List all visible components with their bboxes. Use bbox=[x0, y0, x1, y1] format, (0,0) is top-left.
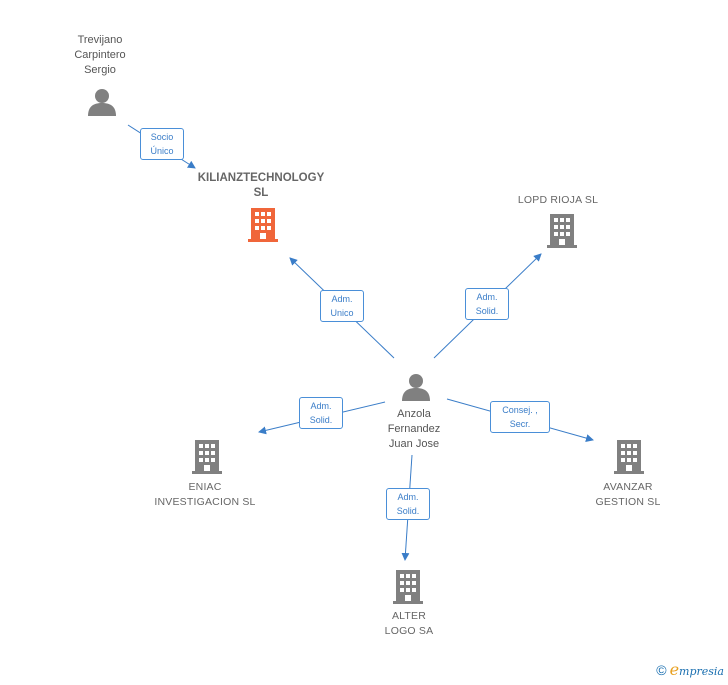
building-icon bbox=[614, 440, 644, 474]
edge-label-adm-solid-eniac: Adm. Solid. bbox=[299, 397, 343, 429]
building-icon bbox=[547, 214, 577, 248]
node-label-trevijano[interactable]: Trevijano Carpintero Sergio bbox=[74, 34, 126, 76]
node-label-alter-logo[interactable]: ALTER LOGO SA bbox=[384, 610, 434, 637]
edge-label-adm-solid-alter: Adm. Solid. bbox=[386, 488, 430, 520]
edge-label-adm-solid-lopd: Adm. Solid. bbox=[465, 288, 509, 320]
node-label-lopd-rioja[interactable]: LOPD RIOJA SL bbox=[517, 194, 599, 206]
brand-logo[interactable]: empresia bbox=[669, 660, 724, 679]
copyright-icon: © bbox=[656, 661, 667, 678]
building-icon-focus bbox=[248, 208, 278, 242]
node-label-kilianztechnology[interactable]: KILIANZTECHNOLOGY SL bbox=[197, 172, 325, 199]
edge-label-adm-unico: Adm. Unico bbox=[320, 290, 364, 322]
node-label-anzola[interactable]: Anzola Fernandez Juan Jose bbox=[387, 408, 441, 450]
edge-label-socio-unico: Socio Único bbox=[140, 128, 184, 160]
node-label-eniac[interactable]: ENIAC INVESTIGACION SL bbox=[154, 481, 256, 508]
building-icon bbox=[192, 440, 222, 474]
person-icon bbox=[88, 89, 116, 116]
node-label-avanzar[interactable]: AVANZAR GESTION SL bbox=[595, 481, 661, 508]
footer-credit: © empresia bbox=[656, 660, 724, 679]
building-icon bbox=[393, 570, 423, 604]
edge-label-consej-secr: Consej. , Secr. bbox=[490, 401, 550, 433]
person-icon bbox=[402, 374, 430, 401]
